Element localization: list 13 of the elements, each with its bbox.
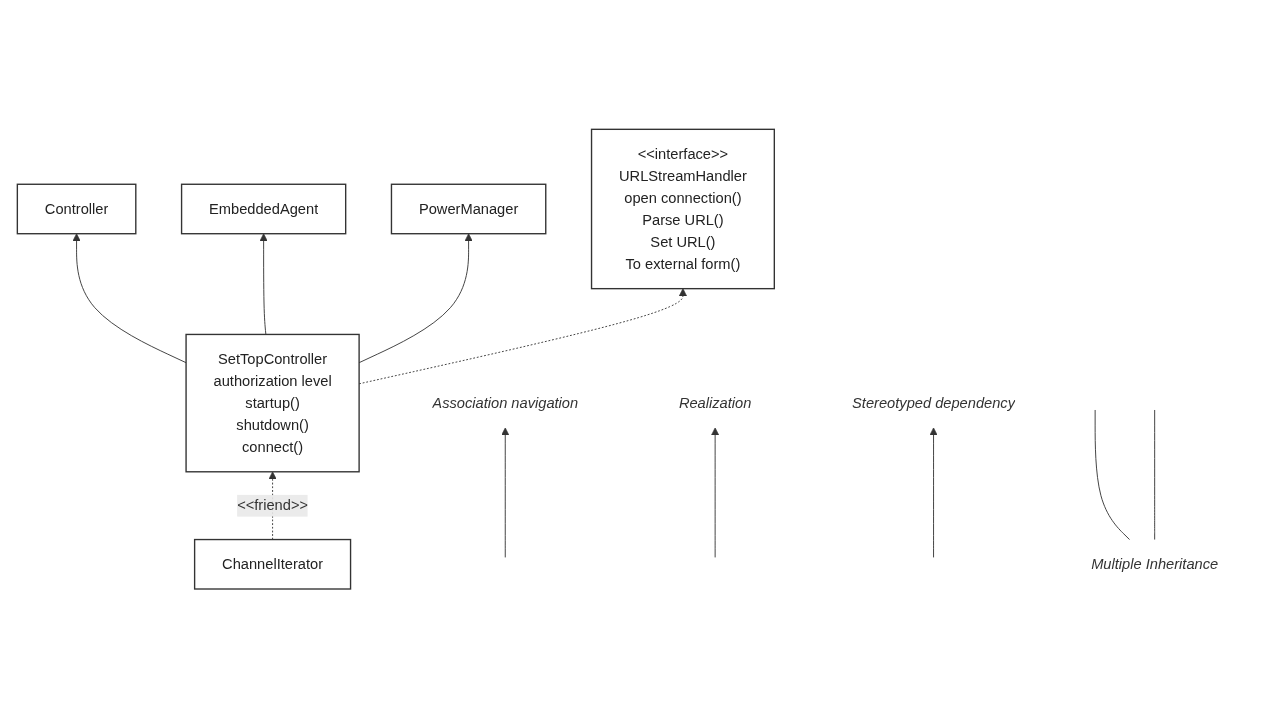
node-box: Controller <box>16 183 137 235</box>
node-text: Multiple Inheritance <box>1091 555 1219 572</box>
connector <box>1094 409 1130 540</box>
node-box: <<interface>> URLStreamHandler open connection() Parse URL() Set URL() To external form() <box>590 128 775 290</box>
node-box: PowerManager <box>390 183 547 235</box>
node-box: ChannelIterator <box>193 538 352 590</box>
node-text: Realization <box>678 394 752 411</box>
node-text: Stereotyped dependency <box>852 394 1016 411</box>
node-text: Association navigation <box>432 394 579 411</box>
edge-label: <<friend>> <box>237 497 309 513</box>
node-box: EmbeddedAgent <box>180 183 347 235</box>
node-box: SetTopController authorization level startup() shutdown() connect() <box>185 333 360 473</box>
connector <box>1154 409 1156 540</box>
